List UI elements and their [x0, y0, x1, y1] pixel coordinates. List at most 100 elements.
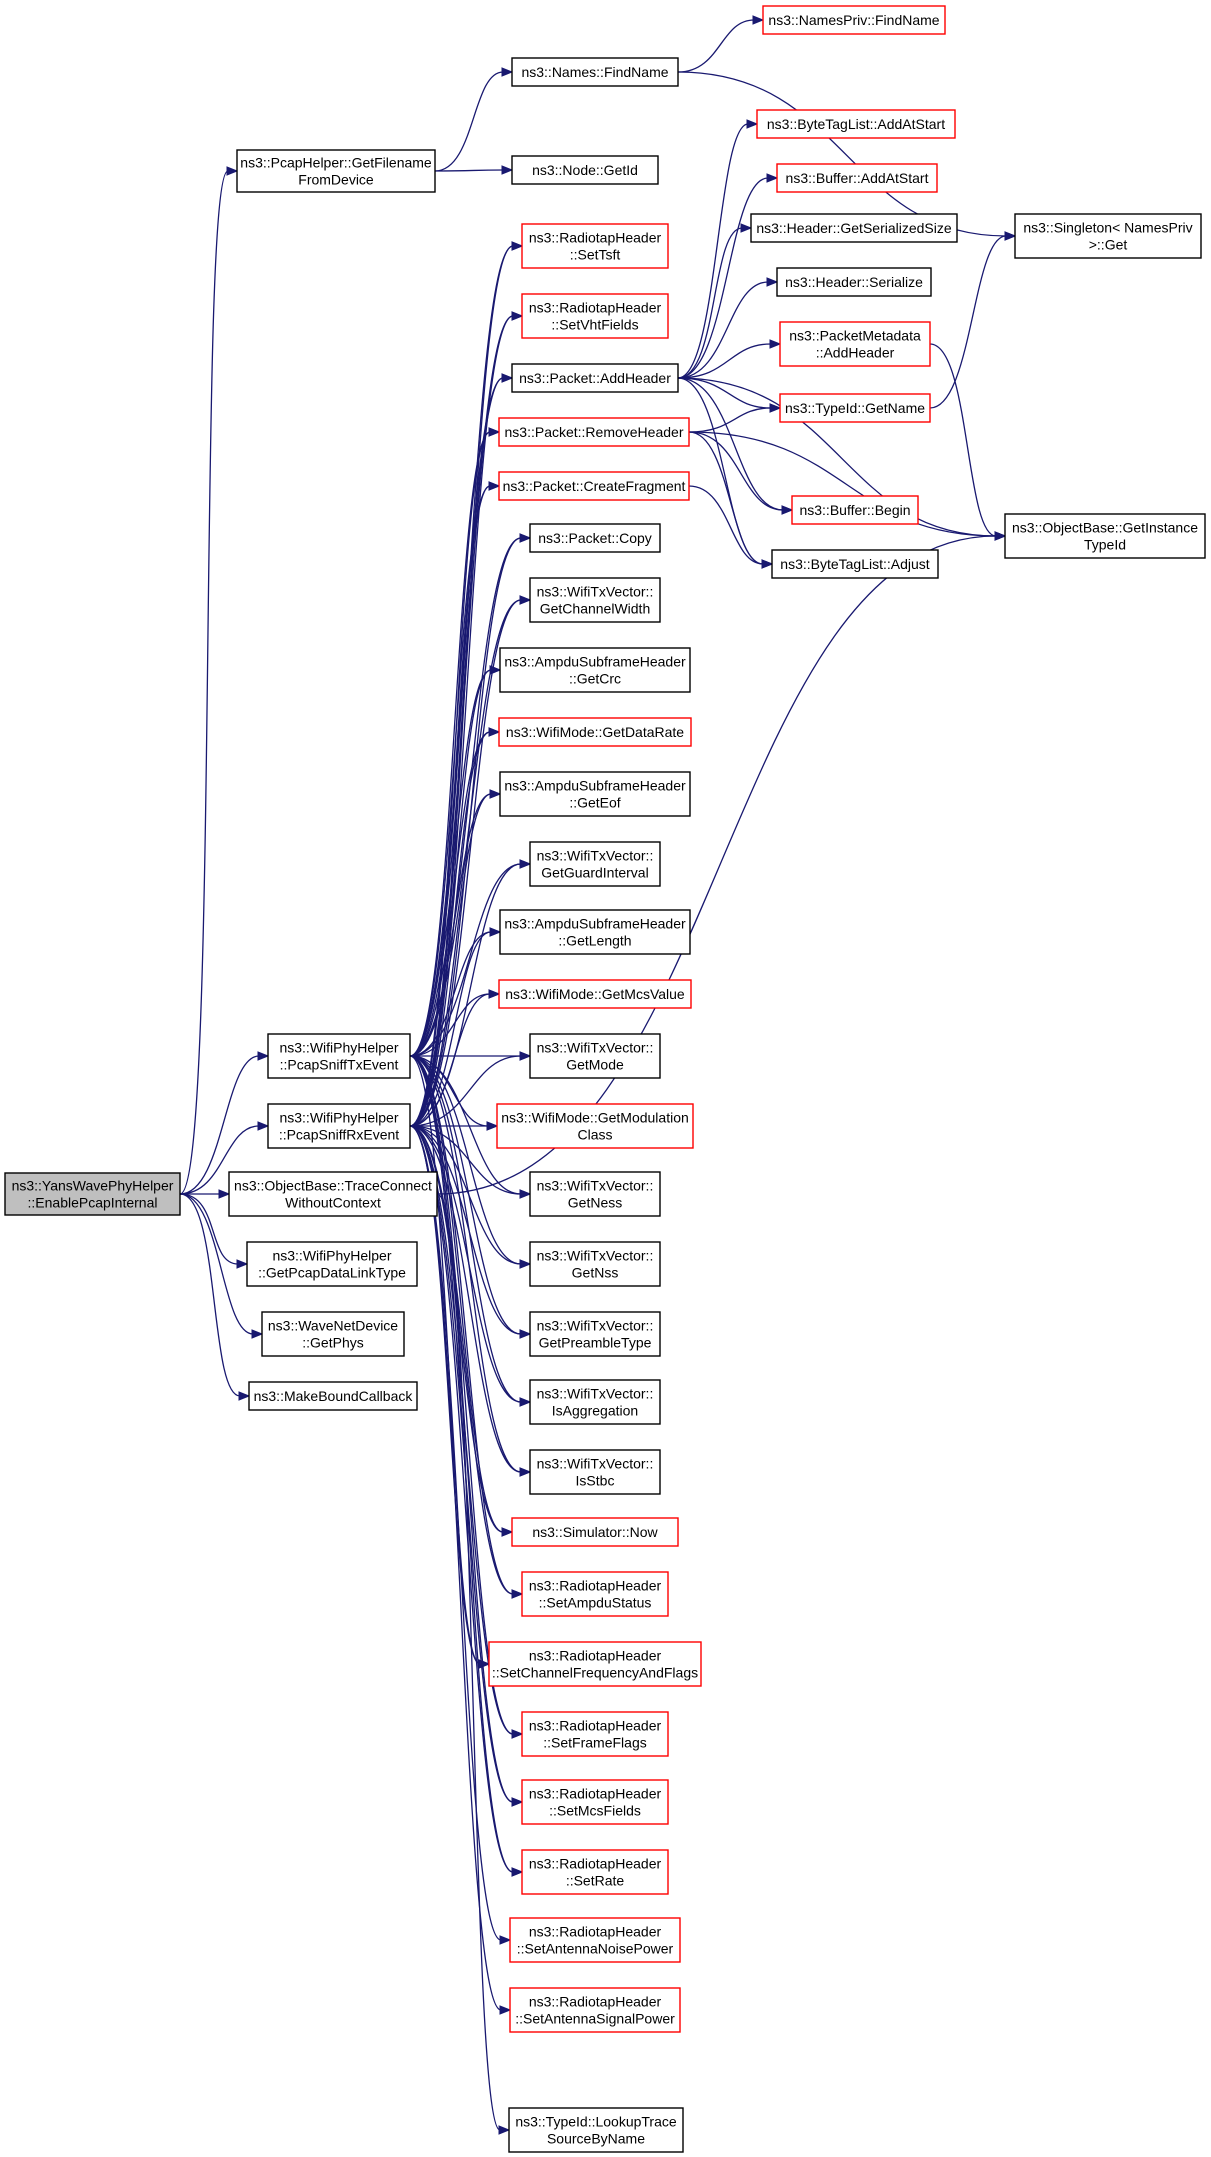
- node-setAmpdu[interactable]: ns3::RadiotapHeader::SetAmpduStatus: [521, 1571, 669, 1617]
- node-setRate[interactable]: ns3::RadiotapHeader::SetRate: [521, 1849, 669, 1895]
- node-box[interactable]: [261, 1311, 405, 1357]
- node-box[interactable]: [776, 267, 932, 297]
- node-box[interactable]: [521, 1711, 669, 1757]
- node-isStbc[interactable]: ns3::WifiTxVector::IsStbc: [529, 1449, 661, 1495]
- node-box[interactable]: [529, 1311, 661, 1357]
- node-box[interactable]: [779, 321, 931, 367]
- node-getMode[interactable]: ns3::WifiTxVector::GetMode: [529, 1033, 661, 1079]
- node-box[interactable]: [1004, 513, 1206, 559]
- node-hdrSerSize[interactable]: ns3::Header::GetSerializedSize: [750, 213, 958, 243]
- node-setMcs[interactable]: ns3::RadiotapHeader::SetMcsFields: [521, 1779, 669, 1825]
- node-nodeGetId[interactable]: ns3::Node::GetId: [511, 155, 659, 185]
- node-box[interactable]: [529, 1033, 661, 1079]
- node-getNss[interactable]: ns3::WifiTxVector::GetNss: [529, 1241, 661, 1287]
- node-getEof[interactable]: ns3::AmpduSubframeHeader::GetEof: [499, 771, 691, 817]
- node-box[interactable]: [496, 1103, 694, 1149]
- node-getMcs[interactable]: ns3::WifiMode::GetMcsValue: [498, 979, 692, 1009]
- node-pmAddHeader[interactable]: ns3::PacketMetadata::AddHeader: [779, 321, 931, 367]
- node-getPreamble[interactable]: ns3::WifiTxVector::GetPreambleType: [529, 1311, 661, 1357]
- node-root[interactable]: ns3::YansWavePhyHelper::EnablePcapIntern…: [4, 1172, 181, 1216]
- node-getChWidth[interactable]: ns3::WifiTxVector::GetChannelWidth: [529, 577, 661, 623]
- node-box[interactable]: [511, 155, 659, 185]
- node-box[interactable]: [521, 1849, 669, 1895]
- node-box[interactable]: [521, 223, 669, 269]
- node-rxEvent[interactable]: ns3::WifiPhyHelper::PcapSniffRxEvent: [267, 1103, 411, 1149]
- node-getGuard[interactable]: ns3::WifiTxVector::GetGuardInterval: [529, 841, 661, 887]
- node-box[interactable]: [529, 1241, 661, 1287]
- node-box[interactable]: [488, 1641, 702, 1687]
- node-setFrame[interactable]: ns3::RadiotapHeader::SetFrameFlags: [521, 1711, 669, 1757]
- node-bufBegin[interactable]: ns3::Buffer::Begin: [791, 495, 919, 525]
- node-traceConnect[interactable]: ns3::ObjectBase::TraceConnectWithoutCont…: [228, 1171, 438, 1217]
- node-box[interactable]: [529, 1449, 661, 1495]
- node-btlAddAtStart[interactable]: ns3::ByteTagList::AddAtStart: [756, 109, 956, 139]
- node-box[interactable]: [511, 57, 679, 87]
- node-box[interactable]: [499, 909, 691, 955]
- node-pktCopy[interactable]: ns3::Packet::Copy: [529, 523, 661, 553]
- node-setChFreq[interactable]: ns3::RadiotapHeader::SetChannelFrequency…: [488, 1641, 702, 1687]
- node-box[interactable]: [1014, 213, 1202, 259]
- node-box[interactable]: [267, 1103, 411, 1149]
- node-box[interactable]: [521, 293, 669, 339]
- node-box[interactable]: [511, 363, 679, 393]
- node-box[interactable]: [791, 495, 919, 525]
- node-box[interactable]: [267, 1033, 411, 1079]
- node-box[interactable]: [529, 841, 661, 887]
- node-box[interactable]: [771, 549, 939, 579]
- node-bufAddAtStart[interactable]: ns3::Buffer::AddAtStart: [776, 163, 938, 193]
- node-simNow[interactable]: ns3::Simulator::Now: [511, 1517, 679, 1547]
- node-setSignal[interactable]: ns3::RadiotapHeader::SetAntennaSignalPow…: [509, 1987, 681, 2033]
- node-box[interactable]: [509, 1987, 681, 2033]
- node-pktAddHeader[interactable]: ns3::Packet::AddHeader: [511, 363, 679, 393]
- node-box[interactable]: [750, 213, 958, 243]
- node-box[interactable]: [756, 109, 956, 139]
- node-box[interactable]: [498, 471, 690, 501]
- node-box[interactable]: [499, 647, 691, 693]
- node-box[interactable]: [508, 2107, 684, 2153]
- node-box[interactable]: [779, 393, 931, 423]
- node-box[interactable]: [499, 771, 691, 817]
- node-box[interactable]: [509, 1917, 681, 1963]
- node-box[interactable]: [511, 1517, 679, 1547]
- node-hdrSerialize[interactable]: ns3::Header::Serialize: [776, 267, 932, 297]
- node-box[interactable]: [529, 1171, 661, 1217]
- node-box[interactable]: [529, 523, 661, 553]
- node-getCrc[interactable]: ns3::AmpduSubframeHeader::GetCrc: [499, 647, 691, 693]
- node-getNess[interactable]: ns3::WifiTxVector::GetNess: [529, 1171, 661, 1217]
- node-pktCreateFrag[interactable]: ns3::Packet::CreateFragment: [498, 471, 690, 501]
- node-getDataRate[interactable]: ns3::WifiMode::GetDataRate: [498, 717, 692, 747]
- node-btlAdjust[interactable]: ns3::ByteTagList::Adjust: [771, 549, 939, 579]
- node-txEvent[interactable]: ns3::WifiPhyHelper::PcapSniffTxEvent: [267, 1033, 411, 1079]
- node-box[interactable]: [529, 1379, 661, 1425]
- node-box[interactable]: [228, 1171, 438, 1217]
- node-pktRemoveHeader[interactable]: ns3::Packet::RemoveHeader: [498, 417, 690, 447]
- node-getLength[interactable]: ns3::AmpduSubframeHeader::GetLength: [499, 909, 691, 955]
- node-isAgg[interactable]: ns3::WifiTxVector::IsAggregation: [529, 1379, 661, 1425]
- node-getPcapDlt[interactable]: ns3::WifiPhyHelper::GetPcapDataLinkType: [246, 1241, 418, 1287]
- node-box[interactable]: [4, 1172, 181, 1216]
- node-box[interactable]: [498, 417, 690, 447]
- node-singletonGet[interactable]: ns3::Singleton< NamesPriv>::Get: [1014, 213, 1202, 259]
- node-box[interactable]: [529, 577, 661, 623]
- node-box[interactable]: [236, 149, 436, 193]
- node-getPhys[interactable]: ns3::WaveNetDevice::GetPhys: [261, 1311, 405, 1357]
- node-setTsft[interactable]: ns3::RadiotapHeader::SetTsft: [521, 223, 669, 269]
- node-box[interactable]: [521, 1571, 669, 1617]
- node-makeBound[interactable]: ns3::MakeBoundCallback: [248, 1381, 418, 1411]
- node-setVht[interactable]: ns3::RadiotapHeader::SetVhtFields: [521, 293, 669, 339]
- node-box[interactable]: [498, 717, 692, 747]
- node-box[interactable]: [521, 1779, 669, 1825]
- node-typeGetName[interactable]: ns3::TypeId::GetName: [779, 393, 931, 423]
- node-setNoise[interactable]: ns3::RadiotapHeader::SetAntennaNoisePowe…: [509, 1917, 681, 1963]
- node-namesFind[interactable]: ns3::Names::FindName: [511, 57, 679, 87]
- node-box[interactable]: [762, 5, 946, 35]
- node-namesPrivFind[interactable]: ns3::NamesPriv::FindName: [762, 5, 946, 35]
- node-box[interactable]: [498, 979, 692, 1009]
- node-box[interactable]: [776, 163, 938, 193]
- node-box[interactable]: [246, 1241, 418, 1287]
- node-box[interactable]: [248, 1381, 418, 1411]
